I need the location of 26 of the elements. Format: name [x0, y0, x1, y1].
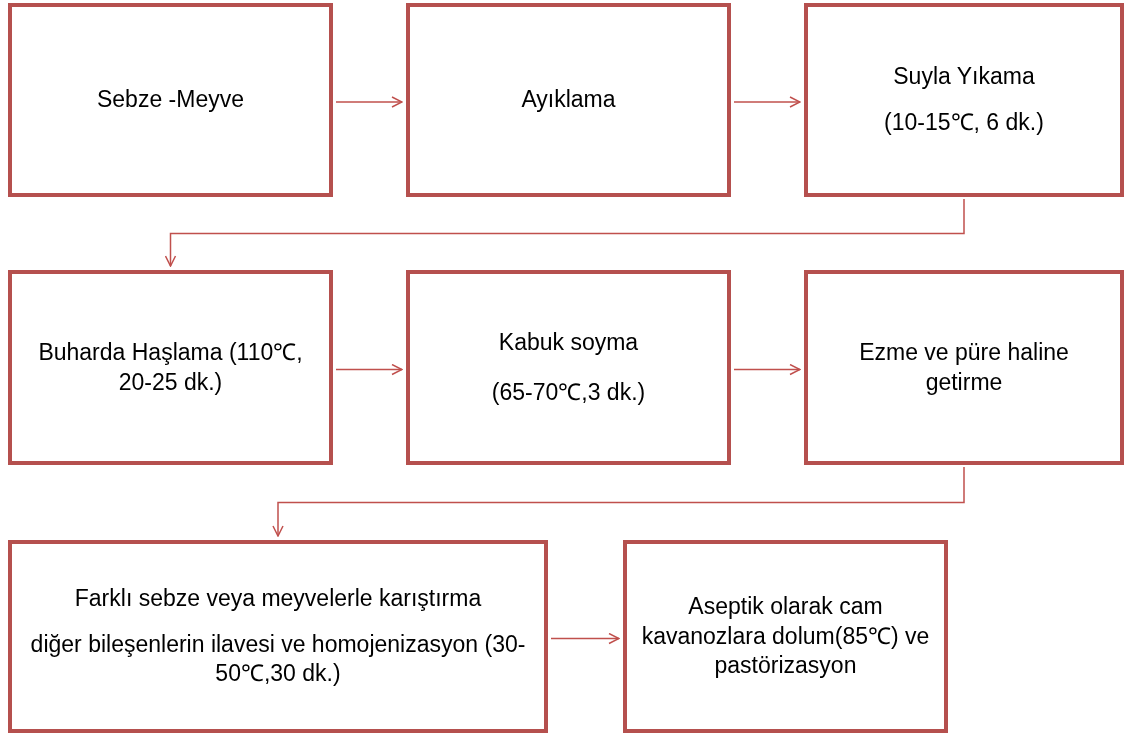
- arrow: [733, 363, 801, 376]
- process-box: [8, 3, 333, 197]
- process-box: [804, 3, 1124, 197]
- step-text: (10-15℃, 6 dk.): [884, 108, 1044, 137]
- step-text: Kabuk soyma: [498, 327, 639, 357]
- process-box: [623, 540, 948, 733]
- arrow: [272, 466, 965, 537]
- process-box: [804, 270, 1124, 465]
- process-box: [406, 270, 731, 465]
- step-text: Suyla Yıkama: [893, 62, 1035, 92]
- arrow: [164, 198, 965, 267]
- step-text: (65-70℃,3 dk.): [491, 377, 646, 407]
- step-text: diğer bileşenlerin ilavesi ve homojenizasyon (30-50℃,30 dk.): [29, 629, 527, 689]
- arrow: [335, 96, 403, 108]
- process-box: [406, 3, 731, 197]
- process-box: [8, 270, 333, 465]
- process-box: [8, 540, 548, 733]
- step-text: Ayıklama: [521, 85, 616, 115]
- step-text: Ezme ve püre haline getirme: [858, 337, 1070, 397]
- step-text: Farklı sebze veya meyvelerle karıştırma: [74, 583, 482, 613]
- arrow: [550, 632, 620, 645]
- arrow: [733, 96, 801, 108]
- arrow: [335, 363, 403, 376]
- step-text: Aseptik olarak cam kavanozlara dolum(85℃) ve pastörizasyon: [640, 591, 931, 681]
- step-text: Buharda Haşlama (110℃, 20-25 dk.): [37, 337, 304, 397]
- step-text: Sebze -Meyve: [97, 85, 244, 115]
